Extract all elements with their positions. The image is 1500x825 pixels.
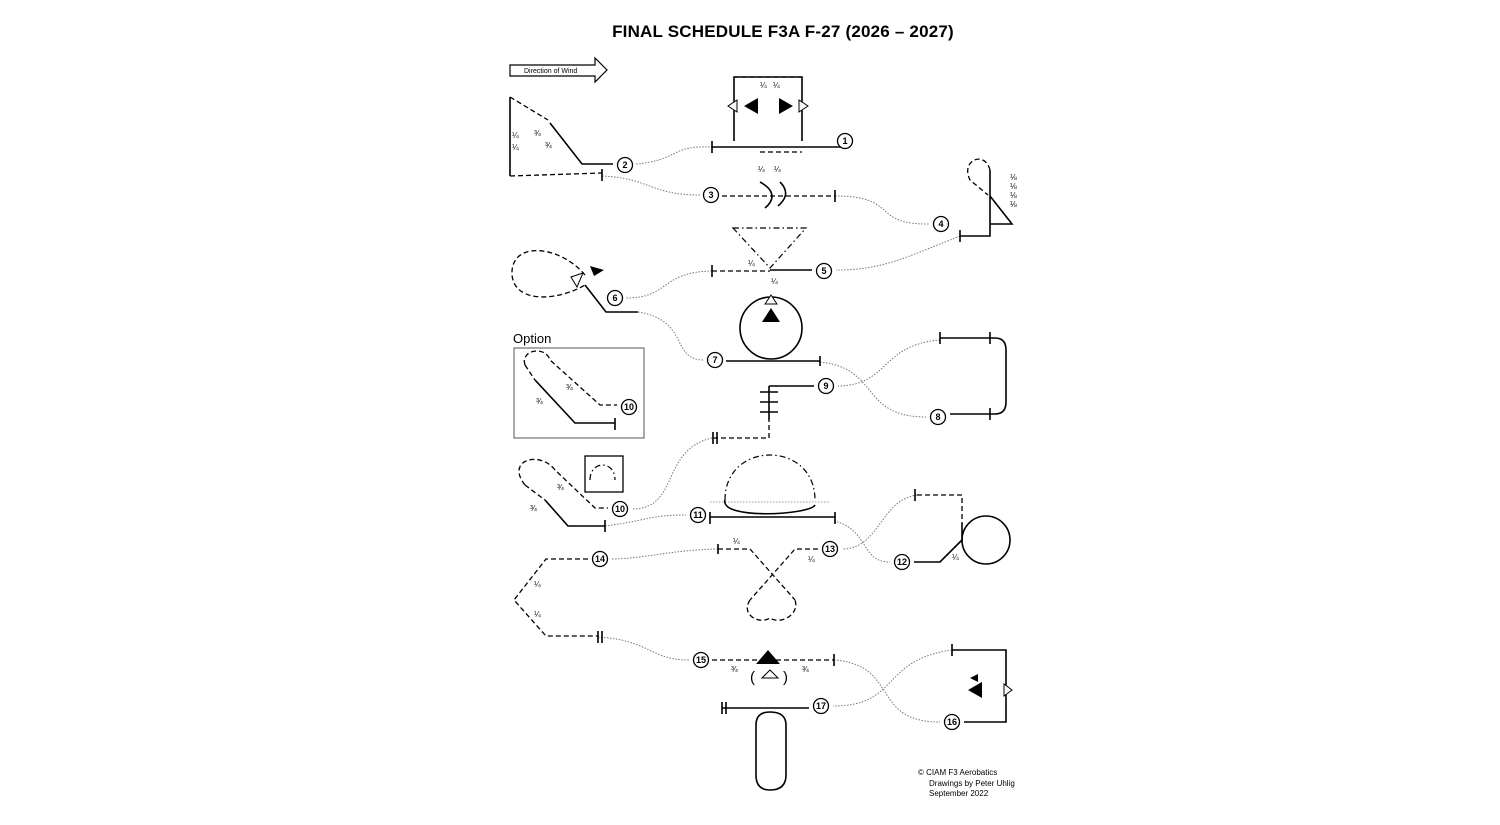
wind-label: Direction of Wind bbox=[524, 68, 577, 75]
svg-text:¾: ¾ bbox=[557, 483, 564, 492]
svg-text:¾: ¾ bbox=[802, 665, 809, 674]
svg-text:10: 10 bbox=[615, 504, 625, 514]
svg-text:1: 1 bbox=[842, 136, 847, 146]
figure-15: () ¾ ¾ bbox=[712, 650, 835, 686]
credit-line: © CIAM F3 Aerobatics bbox=[918, 768, 998, 777]
figure-number-14: 14 bbox=[591, 550, 609, 568]
svg-text:(: ( bbox=[750, 669, 755, 686]
figure-number-5: 5 bbox=[815, 262, 833, 280]
figure-11 bbox=[709, 454, 836, 524]
svg-text:¼: ¼ bbox=[771, 277, 778, 286]
svg-text:16: 16 bbox=[947, 717, 957, 727]
figure-7 bbox=[726, 294, 821, 366]
wind-arrow: Direction of Wind bbox=[509, 56, 608, 84]
svg-text:¼: ¼ bbox=[748, 259, 755, 268]
credit-line: Drawings by Peter Uhlig bbox=[929, 778, 1015, 788]
svg-text:12: 12 bbox=[897, 557, 907, 567]
svg-text:5: 5 bbox=[821, 266, 826, 276]
credit-line: September 2022 bbox=[929, 789, 989, 798]
figure-number-15: 15 bbox=[692, 651, 710, 669]
svg-text:⅛: ⅛ bbox=[1010, 200, 1017, 209]
figure-number-3: 3 bbox=[702, 186, 720, 204]
figure-5: ¼¼ bbox=[711, 227, 812, 286]
svg-text:3: 3 bbox=[708, 190, 713, 200]
svg-text:¼: ¼ bbox=[758, 165, 765, 174]
figure-number-2: 2 bbox=[616, 156, 634, 174]
svg-text:11: 11 bbox=[693, 510, 703, 520]
svg-text:⅛: ⅛ bbox=[1010, 191, 1017, 200]
svg-text:6: 6 bbox=[612, 293, 617, 303]
figure-16 bbox=[951, 644, 1013, 723]
figure-number-13: 13 bbox=[821, 540, 839, 558]
svg-text:¾: ¾ bbox=[566, 383, 573, 392]
svg-text:¼: ¼ bbox=[952, 553, 959, 562]
figure-number-9: 9 bbox=[817, 377, 835, 395]
svg-text:¾: ¾ bbox=[534, 129, 541, 138]
figure-14: ¼¼ bbox=[513, 558, 603, 643]
svg-text:¼: ¼ bbox=[808, 555, 815, 564]
figure-13: ¼¼ bbox=[717, 537, 818, 621]
figure-8 bbox=[939, 332, 1007, 420]
figure-numbers: 1 2 3 4 5 6 7 8 9 10 10 11 12 13 14 15 1… bbox=[591, 132, 961, 731]
svg-text:8: 8 bbox=[935, 412, 940, 422]
svg-text:10: 10 bbox=[624, 402, 634, 412]
svg-text:¼: ¼ bbox=[760, 81, 767, 90]
figure-12: ¼ bbox=[914, 489, 1011, 565]
figure-number-4: 4 bbox=[932, 215, 950, 233]
figure-number-6: 6 bbox=[606, 289, 624, 307]
svg-text:¼: ¼ bbox=[534, 580, 541, 589]
figure-number-10-option: 10 bbox=[620, 398, 638, 416]
connectors bbox=[597, 146, 961, 723]
figure-number-10: 10 bbox=[611, 500, 629, 518]
right-arrow-icon bbox=[509, 56, 608, 84]
svg-text:9: 9 bbox=[823, 381, 828, 391]
svg-text:¾: ¾ bbox=[545, 141, 552, 150]
svg-text:¾: ¾ bbox=[536, 397, 543, 406]
option-label: Option bbox=[513, 331, 552, 346]
figure-number-8: 8 bbox=[929, 408, 947, 426]
svg-text:2: 2 bbox=[622, 160, 627, 170]
figure-10: ¾¾ bbox=[518, 455, 624, 532]
svg-text:⅛: ⅛ bbox=[1010, 182, 1017, 191]
svg-text:¼: ¼ bbox=[512, 131, 519, 140]
svg-text:¼: ¼ bbox=[512, 143, 519, 152]
figure-number-1: 1 bbox=[836, 132, 854, 150]
svg-text:¾: ¾ bbox=[530, 504, 537, 513]
credits: © CIAM F3 Aerobatics Drawings by Peter U… bbox=[918, 768, 1015, 800]
figure-2: ¼ ¼ ¾¾ bbox=[509, 96, 613, 181]
svg-text:14: 14 bbox=[595, 554, 605, 564]
figure-17 bbox=[721, 702, 809, 791]
svg-text:¾: ¾ bbox=[731, 665, 738, 674]
svg-text:): ) bbox=[783, 669, 788, 686]
svg-text:¼: ¼ bbox=[773, 81, 780, 90]
figure-number-17: 17 bbox=[812, 697, 830, 715]
svg-text:17: 17 bbox=[816, 701, 826, 711]
svg-text:⅛: ⅛ bbox=[1010, 173, 1017, 182]
page-title: FINAL SCHEDULE F3A F-27 (2026 – 2027) bbox=[612, 22, 954, 41]
figure-number-11: 11 bbox=[689, 506, 707, 524]
svg-text:¼: ¼ bbox=[534, 610, 541, 619]
option-box: ¾¾ bbox=[513, 347, 645, 439]
figure-6 bbox=[511, 249, 638, 313]
svg-text:7: 7 bbox=[712, 355, 717, 365]
figure-number-12: 12 bbox=[893, 553, 911, 571]
figure-number-16: 16 bbox=[943, 713, 961, 731]
svg-text:¼: ¼ bbox=[774, 165, 781, 174]
figure-4: ⅛⅛ ⅛⅛ bbox=[959, 158, 1017, 242]
figure-number-7: 7 bbox=[706, 351, 724, 369]
svg-text:4: 4 bbox=[938, 219, 943, 229]
figure-9 bbox=[712, 385, 814, 444]
svg-text:13: 13 bbox=[825, 544, 835, 554]
svg-text:15: 15 bbox=[696, 655, 706, 665]
figure-3 bbox=[722, 181, 836, 209]
svg-text:¼: ¼ bbox=[733, 537, 740, 546]
